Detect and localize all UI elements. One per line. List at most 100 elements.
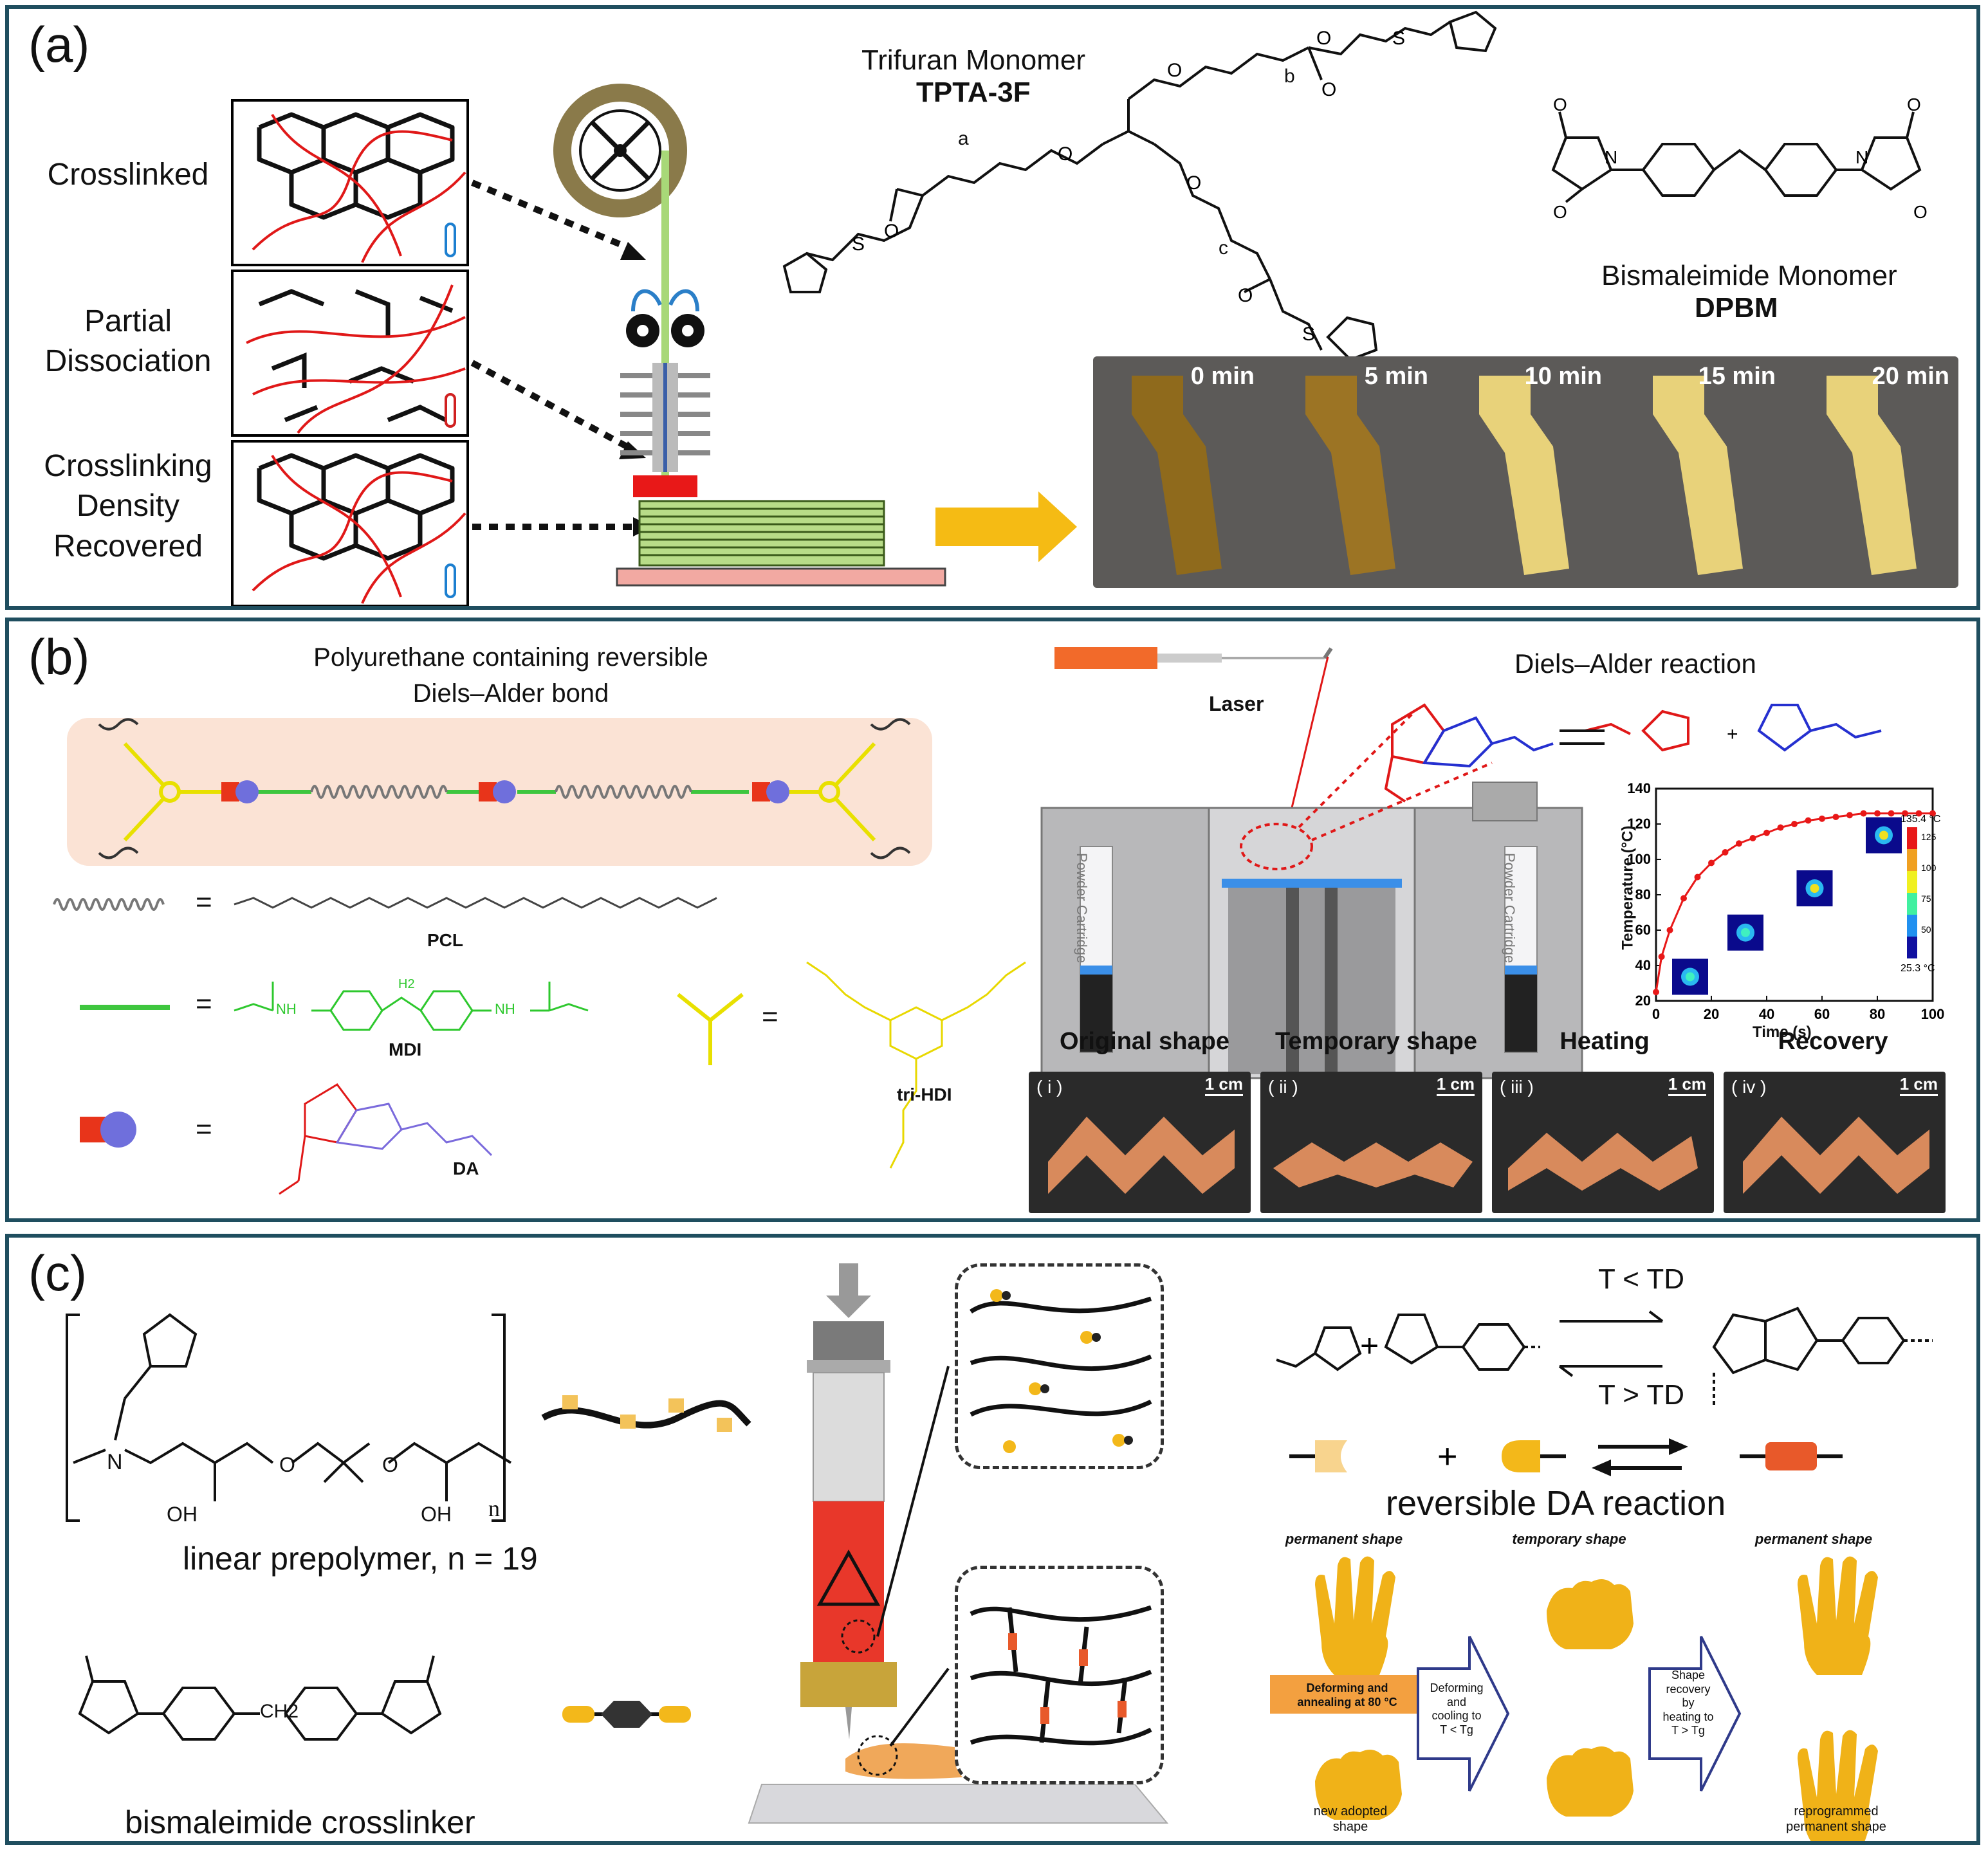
- shape-title-permanent-2: permanent shape: [1754, 1531, 1873, 1547]
- atom-n: N: [107, 1450, 123, 1474]
- panel-a-label: (a): [28, 16, 90, 73]
- time-label: 15 min: [1698, 363, 1776, 390]
- temperature-point: [1874, 810, 1881, 817]
- hand-shapes-diagram: [1270, 1556, 1878, 1841]
- origami-fold-ii: [1273, 1142, 1473, 1187]
- x-tick-label: 80: [1870, 1006, 1885, 1022]
- colorbar-min: 25.3 °C: [1901, 963, 1935, 974]
- shape-label-recovery: Recovery: [1778, 1028, 1888, 1055]
- time-label: 10 min: [1524, 363, 1602, 390]
- colorbar-max: 135.4 °C: [1901, 814, 1940, 825]
- dogbone-dark-0: [1132, 376, 1222, 575]
- chart-xlabel: Time (s): [1753, 1023, 1812, 1041]
- atom-s: S: [1392, 28, 1405, 49]
- prepolymer-cartoon: [541, 1395, 751, 1432]
- temperature-point: [1791, 821, 1798, 827]
- hydroxyl-label: OH: [421, 1503, 452, 1526]
- crosslinked-chains: [970, 1605, 1152, 1746]
- trifuran-structure: O O O S O O S O O S: [782, 10, 1497, 362]
- shape-title-permanent: permanent shape: [1285, 1531, 1403, 1547]
- temperature-point: [1929, 810, 1936, 817]
- y-tick-label: 100: [1627, 851, 1651, 867]
- shape-label-heating: Heating: [1560, 1028, 1650, 1055]
- condition-low: T < TD: [1598, 1263, 1685, 1295]
- legend-tri-hdi: tri-HDI: [897, 1085, 952, 1104]
- thermal-core: [1810, 884, 1819, 893]
- temperature-point: [1708, 859, 1715, 866]
- label-partial-dissociation: Partial Dissociation: [44, 304, 212, 379]
- ch2-bridge: CH2: [260, 1701, 299, 1722]
- equals-sign: =: [196, 886, 212, 918]
- atom-o: O: [1058, 143, 1072, 165]
- mdi-ch2: H2: [398, 977, 415, 991]
- atom-o: O: [1186, 172, 1201, 194]
- label-crosslinking-recovered: Crosslinking Density Recovered: [44, 449, 212, 563]
- deform-cool-arrow-text: Deforming and cooling to T < Tg: [1430, 1681, 1484, 1736]
- mdi-nh-right: NH: [495, 1001, 515, 1017]
- temperature-point: [1846, 812, 1853, 819]
- legend-da: DA: [453, 1159, 479, 1178]
- sls-printer-schematic: [1040, 647, 1583, 1079]
- da-reaction-title: Diels–Alder reaction: [1514, 648, 1756, 679]
- linear-prepolymer-structure: [66, 1313, 512, 1522]
- atom-o: O: [1907, 95, 1921, 114]
- temperature-point: [1777, 824, 1784, 831]
- scale-bar: 1 cm: [1204, 1074, 1243, 1096]
- annealing-banner: Deforming and annealing at 80 °C: [1297, 1681, 1397, 1708]
- atom-o: O: [1238, 285, 1253, 306]
- thermal-core: [1686, 972, 1695, 982]
- crosslinker-cartoon: [562, 1701, 691, 1728]
- legend-mdi: MDI: [389, 1039, 422, 1059]
- photo-20-min: 20 min: [1788, 356, 1958, 588]
- temperature-point: [1749, 835, 1756, 841]
- colorbar-segment: [1907, 827, 1917, 849]
- shape-title-temporary: temporary shape: [1512, 1531, 1626, 1547]
- panel-b-label: (b): [28, 628, 90, 685]
- tri-hdi-structure: [806, 961, 1026, 1169]
- colorbar-segment: [1907, 893, 1917, 915]
- temperature-point: [1860, 810, 1867, 817]
- colorbar-segment: [1907, 871, 1917, 893]
- da-cartoon-scheme: +: [1289, 1437, 1843, 1476]
- atom-o: O: [884, 221, 899, 242]
- pu-chain-schematic: [67, 718, 932, 866]
- temperature-series-line: [1655, 812, 1933, 993]
- laser-label: Laser: [1209, 692, 1264, 715]
- temperature-point: [1666, 927, 1673, 933]
- y-tick-label: 80: [1635, 886, 1651, 902]
- photo-10-min: 10 min: [1440, 356, 1611, 588]
- equals-sign: =: [762, 1001, 778, 1032]
- bismaleimide-crosslinker-structure: [78, 1655, 442, 1741]
- network-box-partial: [231, 270, 469, 437]
- thermal-core: [1879, 830, 1888, 840]
- origami-photo-i: ( i ) 1 cm: [1029, 1072, 1251, 1213]
- photo-index: ( ii ): [1268, 1077, 1298, 1097]
- mdi-nh-left: NH: [276, 1001, 297, 1017]
- photo-5-min: 5 min: [1267, 356, 1437, 588]
- da-equilibrium-structures: +: [1384, 703, 1882, 803]
- equals-sign: =: [196, 988, 212, 1020]
- time-label: 20 min: [1872, 363, 1949, 390]
- chain-end: [98, 718, 139, 731]
- thermal-core: [1741, 928, 1750, 937]
- new-adopted-shape-label: new adopted shape: [1313, 1804, 1388, 1834]
- network-recovered-diagram: [252, 453, 466, 604]
- x-tick-label: 40: [1759, 1006, 1774, 1022]
- scale-bar: 1 cm: [1668, 1074, 1706, 1096]
- atom-n: N: [1605, 147, 1617, 167]
- subscript-c: c: [1219, 237, 1228, 259]
- mdi-structure: [234, 982, 589, 1031]
- x-tick-label: 100: [1921, 1006, 1945, 1022]
- dogbone-dark-5: [1305, 376, 1395, 575]
- temperature-point: [1832, 814, 1839, 820]
- shape-label-temporary: Temporary shape: [1275, 1028, 1477, 1055]
- reprogrammed-shape-label: reprogrammed permanent shape: [1786, 1804, 1886, 1834]
- x-tick-label: 20: [1704, 1006, 1719, 1022]
- colorbar-tick: 125: [1921, 832, 1937, 842]
- equals-sign: =: [196, 1113, 212, 1145]
- x-tick-label: 0: [1652, 1006, 1660, 1022]
- temperature-point: [1902, 810, 1908, 817]
- temperature-point: [1694, 874, 1701, 881]
